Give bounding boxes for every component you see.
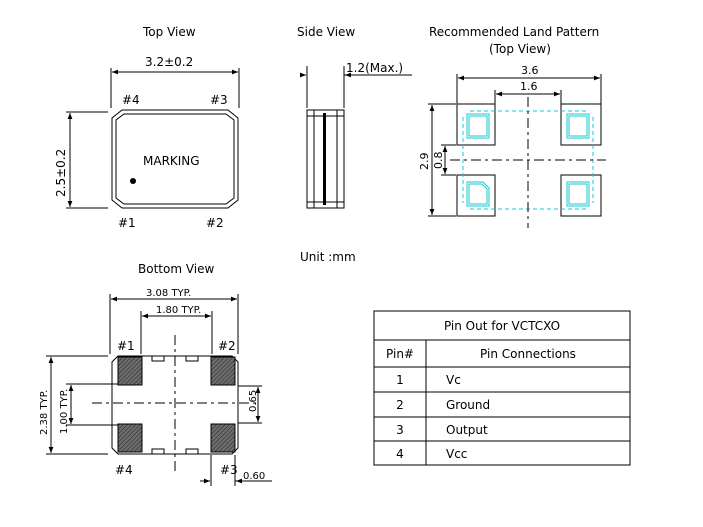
land-pattern-subtitle: (Top View) <box>489 42 551 56</box>
bottom-height-typ-dim: 2.38 TYP. <box>39 390 50 435</box>
pin-table-row-connection: Vc <box>446 373 461 387</box>
pin-table-row-connection: Vcc <box>446 447 467 461</box>
pin-table-row-pin: 3 <box>396 423 404 437</box>
top-pin-2-label: #2 <box>206 216 224 230</box>
unit-label: Unit :mm <box>300 250 356 264</box>
pin-table-row-pin: 1 <box>396 373 404 387</box>
land-outer-height-dim: 2.9 <box>418 153 431 171</box>
land-pad-top-left <box>456 103 496 146</box>
side-height-dim: 1.2(Max.) <box>346 61 403 75</box>
side-view: Side View 1.2(Max.) <box>297 25 412 209</box>
pin-table-title: Pin Out for VCTCXO <box>444 319 560 333</box>
bottom-width-typ-dim: 3.08 TYP. <box>146 288 191 299</box>
side-package-outline <box>306 109 345 209</box>
bottom-inner-width-typ-dim: 1.80 TYP. <box>156 305 201 316</box>
land-outer-width-dim: 3.6 <box>521 64 539 77</box>
top-package-outline <box>111 109 239 209</box>
bottom-pin-1-label: #1 <box>117 339 135 353</box>
side-view-title: Side View <box>297 25 355 39</box>
land-pattern-title: Recommended Land Pattern <box>429 25 599 39</box>
pin-out-table: Pin Out for VCTCXO Pin# Pin Connections … <box>373 310 631 466</box>
land-pad-bottom-right <box>560 174 602 217</box>
top-pin-1-label: #1 <box>118 216 136 230</box>
bottom-pad-1 <box>117 356 143 386</box>
pin-table-row-pin: 4 <box>396 447 404 461</box>
top-pin-3-label: #3 <box>210 93 228 107</box>
top-package-inner-outline <box>115 113 235 205</box>
pin-table-row-pin: 2 <box>396 398 404 412</box>
top-width-dim: 3.2±0.2 <box>145 55 193 69</box>
bottom-pad-width-dim: 0.60 <box>243 471 265 482</box>
bottom-pad-3 <box>210 423 236 453</box>
bottom-view-title: Bottom View <box>138 262 214 276</box>
pin-table-row-connection: Ground <box>446 398 490 412</box>
top-height-dim: 2.5±0.2 <box>54 149 68 197</box>
pin-table-header-connection: Pin Connections <box>480 347 576 361</box>
bottom-view: Bottom View 3.08 TYP. 1.80 TYP. 2.38 TYP… <box>39 262 272 486</box>
top-view-title: Top View <box>142 25 196 39</box>
pin-table-header-pin: Pin# <box>386 347 414 361</box>
land-pad-top-right <box>560 103 602 146</box>
bottom-pin-2-label: #2 <box>218 339 236 353</box>
bottom-inner-height-typ-dim: 1.00 TYP. <box>59 389 70 434</box>
pin1-indicator-dot <box>130 178 136 184</box>
bottom-pad-2 <box>210 356 236 386</box>
land-inner-height-dim: 0.8 <box>432 152 445 170</box>
side-seal-line <box>323 113 326 205</box>
bottom-pin-3-label: #3 <box>220 463 238 477</box>
pin-table-row-connection: Output <box>446 423 488 437</box>
top-marking-text: MARKING <box>143 154 200 168</box>
land-inner-width-dim: 1.6 <box>520 80 538 93</box>
bottom-pad-4 <box>117 423 143 453</box>
top-pin-4-label: #4 <box>122 93 140 107</box>
top-view: Top View 3.2±0.2 2.5±0.2 MARKING #4 #3 #… <box>54 25 240 230</box>
land-pattern-view: Recommended Land Pattern (Top View) 3.6 … <box>418 25 606 228</box>
land-pad-bottom-left <box>456 174 496 217</box>
bottom-pin-4-label: #4 <box>115 463 133 477</box>
bottom-pad-height-dim: 0.65 <box>248 390 259 412</box>
